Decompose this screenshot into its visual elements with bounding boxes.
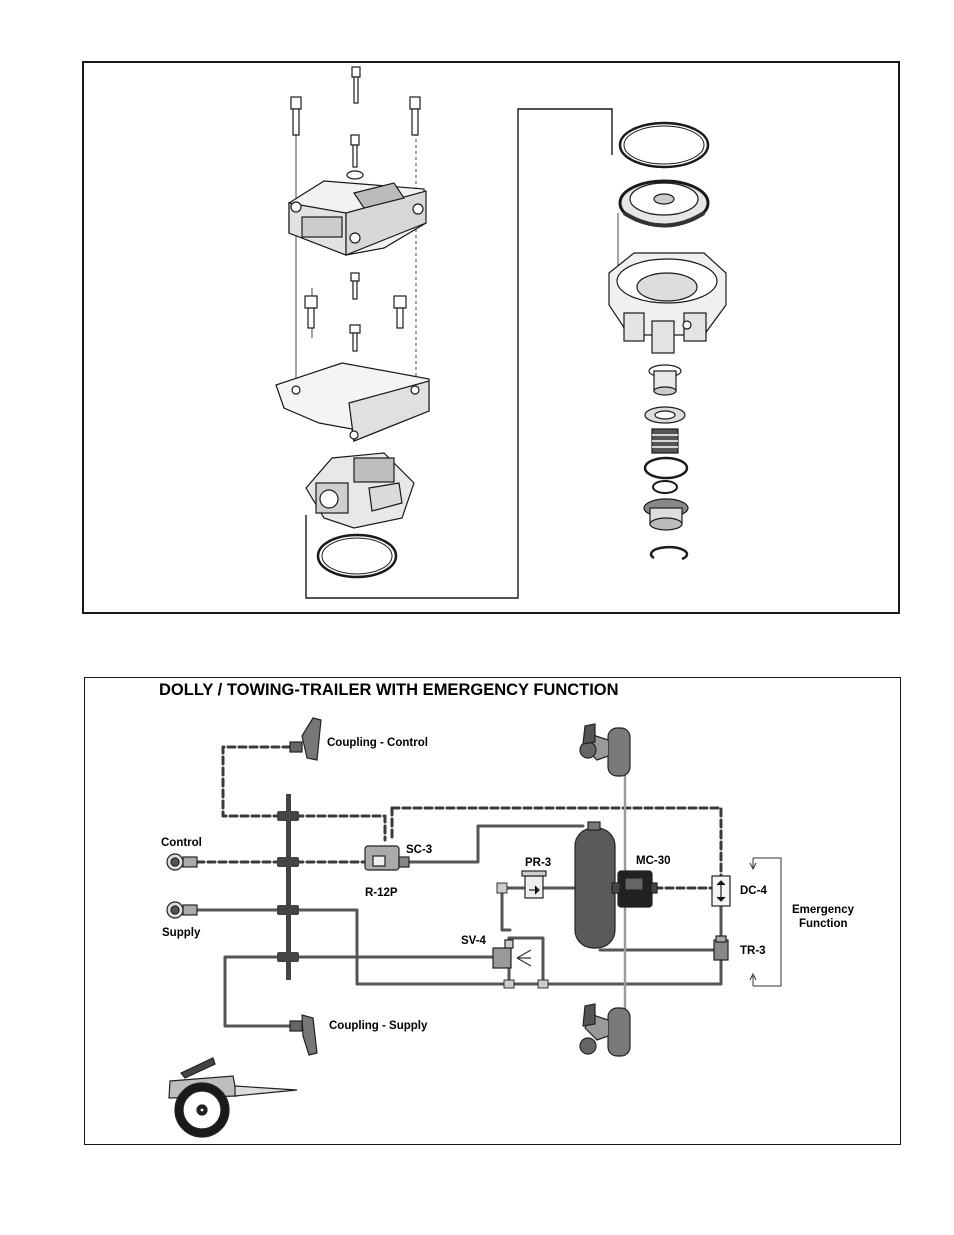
- coupling-supply-gladhand: [289, 1014, 318, 1056]
- valve-housing: [608, 252, 727, 354]
- coupling-control-gladhand: [289, 717, 322, 761]
- bolt-mid-center: [350, 272, 360, 300]
- mc30-label: MC-30: [636, 855, 671, 867]
- coupling-supply-label: Coupling - Supply: [329, 1020, 428, 1032]
- bolt-top-right: [409, 96, 421, 136]
- sv4-valve: [492, 939, 532, 969]
- dc4-label: DC-4: [740, 885, 767, 897]
- brake-chamber-bottom: [579, 1003, 631, 1057]
- manifold-bar: [286, 794, 291, 980]
- valve-seat: [643, 498, 689, 531]
- sc3-label: SC-3: [406, 844, 432, 856]
- exploded-assembly-panel: [82, 61, 900, 614]
- bolt-top-center: [351, 66, 361, 104]
- r12p-relay-valve: [364, 845, 410, 871]
- control-label: Control: [161, 837, 202, 849]
- bolt-mid-right: [393, 295, 407, 329]
- bolt-mid-left: [304, 295, 318, 329]
- piping-diagram: DOLLY / TOWING-TRAILER WITH EMERGENCY FU…: [159, 681, 855, 1138]
- ecu-cover-module: [288, 180, 427, 256]
- retaining-ring: [649, 545, 689, 561]
- dolly-trailer-illustration: [168, 1057, 298, 1138]
- bolt-top-left: [290, 96, 302, 136]
- diagram-title: DOLLY / TOWING-TRAILER WITH EMERGENCY FU…: [159, 681, 619, 699]
- supply-label: Supply: [162, 927, 201, 939]
- piping-diagram-panel: DOLLY / TOWING-TRAILER WITH EMERGENCY FU…: [84, 677, 901, 1145]
- o-ring-small-2: [652, 480, 678, 494]
- spring: [651, 428, 679, 454]
- assembly-connector-line: [305, 108, 613, 599]
- o-ring-right-top: [618, 121, 710, 169]
- bolt-cover-center: [346, 134, 364, 180]
- emergency-bracket: [749, 857, 782, 987]
- exploded-assembly-drawing: [275, 66, 727, 599]
- air-tank: [574, 821, 616, 949]
- manifold-tees: [277, 811, 299, 962]
- tr3-label: TR-3: [740, 945, 766, 957]
- bolt-lower-center: [349, 324, 361, 352]
- piston-sleeve: [648, 364, 682, 396]
- supply-gladhand: [166, 901, 198, 919]
- pr3-valve: [521, 870, 547, 899]
- o-ring-small-1: [643, 456, 689, 480]
- dc4-valve: [711, 875, 731, 907]
- control-gladhand: [166, 853, 198, 871]
- diaphragm: [618, 179, 710, 228]
- r12p-label: R-12P: [365, 887, 398, 899]
- mc30-module: [611, 870, 658, 908]
- mounting-bracket: [275, 362, 430, 442]
- sv4-label: SV-4: [461, 935, 487, 947]
- valve-body: [305, 452, 415, 529]
- emergency-label-line1: Emergency: [792, 904, 855, 916]
- brake-chamber-top: [579, 723, 631, 777]
- tr3-valve: [713, 935, 729, 961]
- pr3-label: PR-3: [525, 857, 551, 869]
- supply-lines: [195, 824, 723, 1028]
- coupling-control-label: Coupling - Control: [327, 737, 428, 749]
- emergency-label-line2: Function: [799, 918, 848, 930]
- o-ring-left: [316, 533, 398, 579]
- tee-fittings: [496, 882, 549, 989]
